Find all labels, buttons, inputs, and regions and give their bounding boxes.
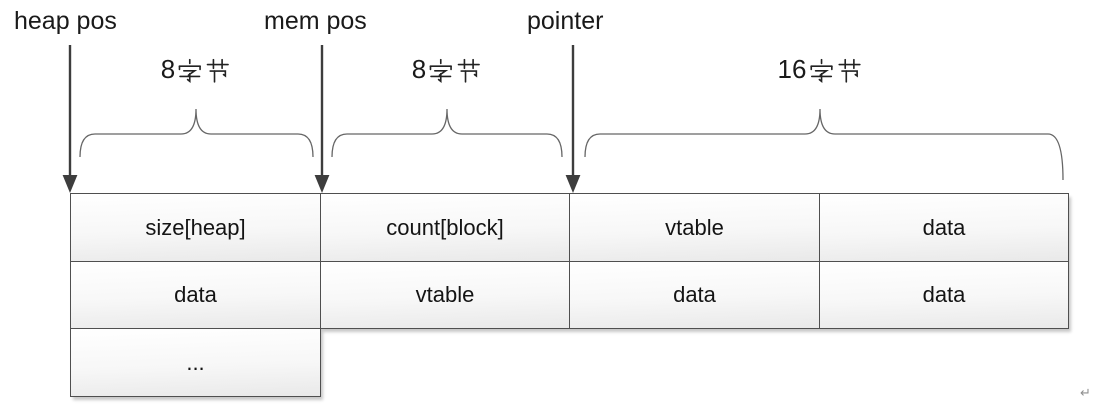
cjk-glyph-字 [179, 59, 202, 84]
pointer-arrowhead-icon [565, 175, 581, 193]
cjk-glyph-字 [810, 59, 833, 84]
byte-size-label-1: 8 [411, 54, 482, 85]
byte-count-number: 8 [411, 54, 427, 84]
byte-count-number: 8 [160, 54, 176, 84]
memory-cell-text: data [673, 282, 716, 307]
mem-pos-arrowhead-icon [314, 175, 330, 193]
memory-cell-r1c2: data [569, 261, 820, 329]
heap-pos-arrowhead-icon [62, 175, 78, 193]
memory-cell-text: count[block] [386, 214, 504, 240]
cjk-glyph-节 [458, 59, 481, 84]
byte-count-number: 16 [777, 54, 807, 84]
size-brace-1 [331, 108, 563, 158]
memory-cell-text: ... [186, 349, 205, 375]
memory-cell-r1c3: data [819, 261, 1069, 329]
pointer-label: pointer [527, 7, 604, 35]
memory-cell-r0c1: count[block] [320, 193, 570, 262]
memory-cell-r0c0: size[heap] [70, 193, 321, 262]
cjk-glyph-字 [430, 59, 453, 84]
byte-size-label-0: 8 [160, 54, 231, 85]
memory-cell-r0c3: data [819, 193, 1069, 262]
size-brace-2 [584, 108, 1064, 181]
byte-size-label-2: 16 [777, 54, 863, 85]
cjk-glyph-节 [838, 59, 861, 84]
memory-cell-text: data [174, 282, 217, 307]
memory-cell-r1c1: vtable [320, 261, 570, 329]
paragraph-return-mark: ↵ [1080, 385, 1091, 400]
memory-cell-text: size[heap] [145, 214, 246, 240]
cjk-glyph-节 [207, 59, 230, 84]
size-brace-0 [79, 108, 314, 158]
mem-pos-label: mem pos [264, 7, 367, 35]
memory-cell-text: data [922, 282, 966, 307]
memory-cell-text: data [922, 214, 966, 240]
memory-cell-r2c0: ... [70, 328, 321, 397]
memory-cell-r0c2: vtable [569, 193, 820, 262]
memory-cell-r1c0: data [70, 261, 321, 329]
heap-pos-label: heap pos [14, 7, 117, 35]
memory-cell-text: vtable [415, 282, 475, 307]
memory-cell-text: vtable [665, 214, 724, 240]
